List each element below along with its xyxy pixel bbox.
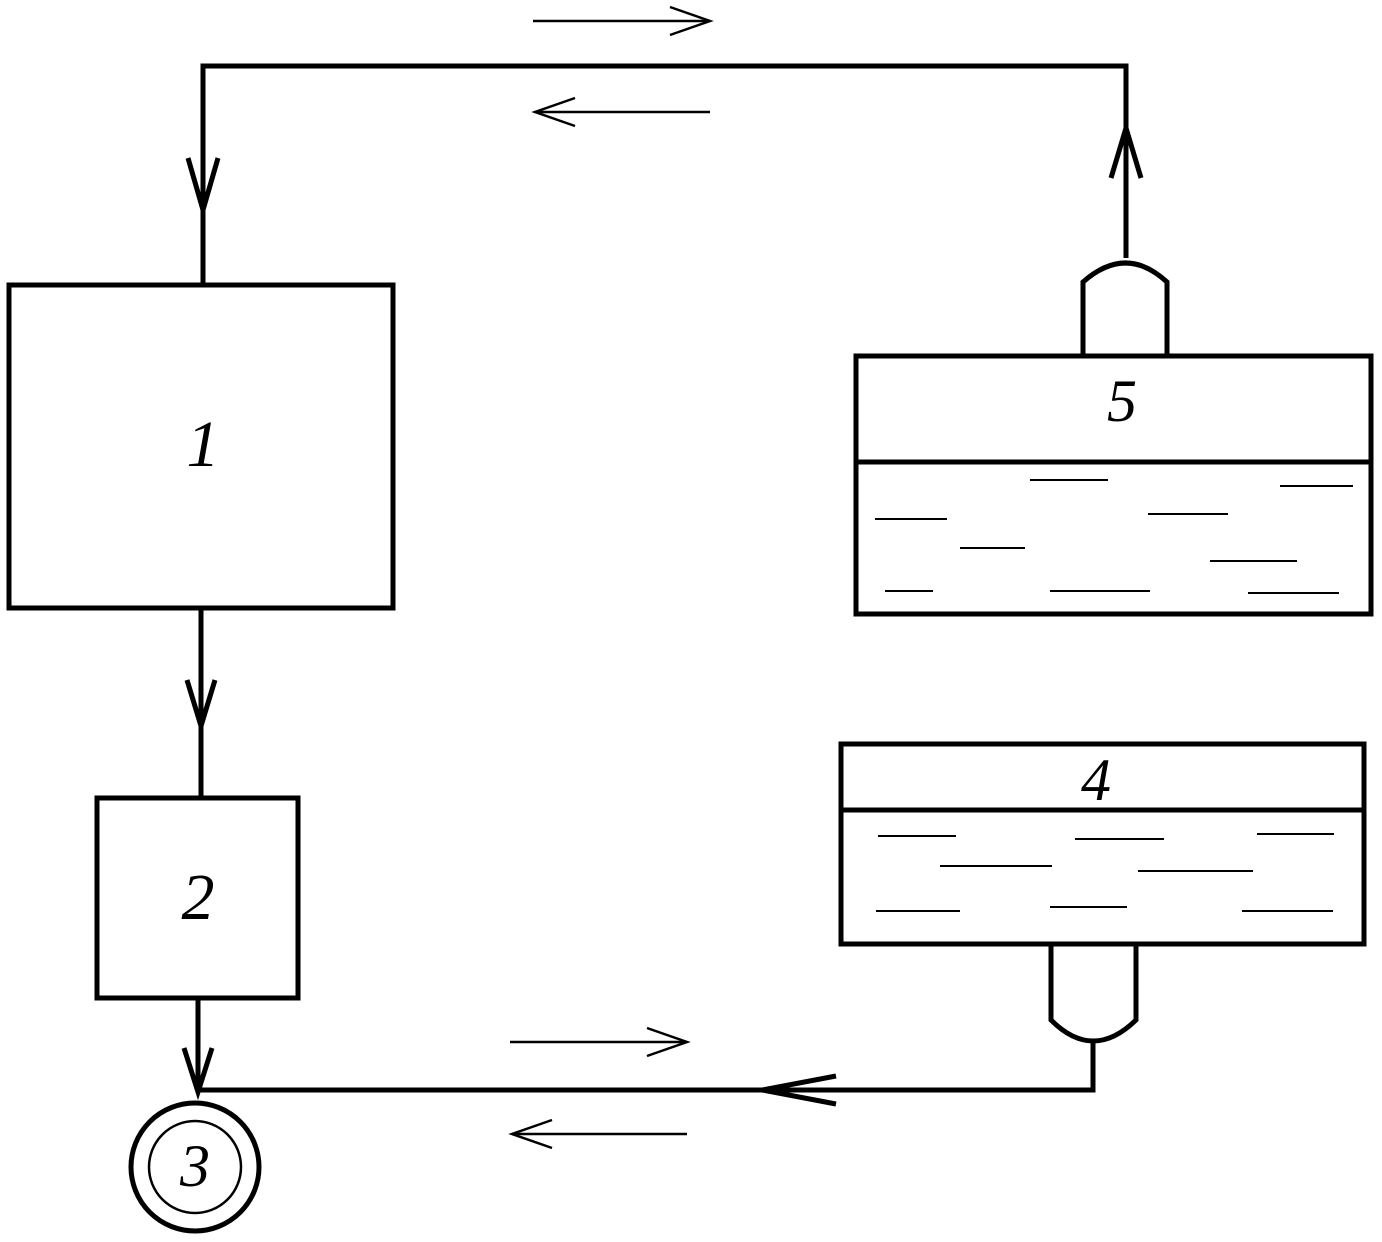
pump-inner-circle [147,1119,243,1215]
tank-5 [853,353,1374,617]
block-2-label: 2 [182,861,215,934]
bottom-forward-arrow-head [646,1026,691,1058]
bottom-backward-arrow-head [508,1118,553,1150]
top-pipe [200,63,1129,285]
tank-4 [838,741,1367,947]
tank-4-water-lines [876,833,1334,912]
arrow-into-block2 [184,679,218,735]
tank-5-dome [1080,260,1170,355]
top-backward-arrow-head [531,96,576,128]
top-forward-arrow-head [669,5,714,37]
tank-4-label: 4 [1081,747,1111,813]
arrow-bottom-pipe [761,1073,837,1107]
pump-outer-circle [128,1100,262,1234]
block-1-label: 1 [187,408,220,481]
tank-4-outlet [1048,944,1139,1044]
pump-label: 3 [179,1133,210,1199]
arrow-into-block1 [185,157,221,220]
bottom-pipe [198,1043,1096,1093]
arrow-up-from-tank5 [1108,119,1144,179]
tank-5-water-lines [875,479,1353,594]
tank-5-label: 5 [1107,368,1137,434]
